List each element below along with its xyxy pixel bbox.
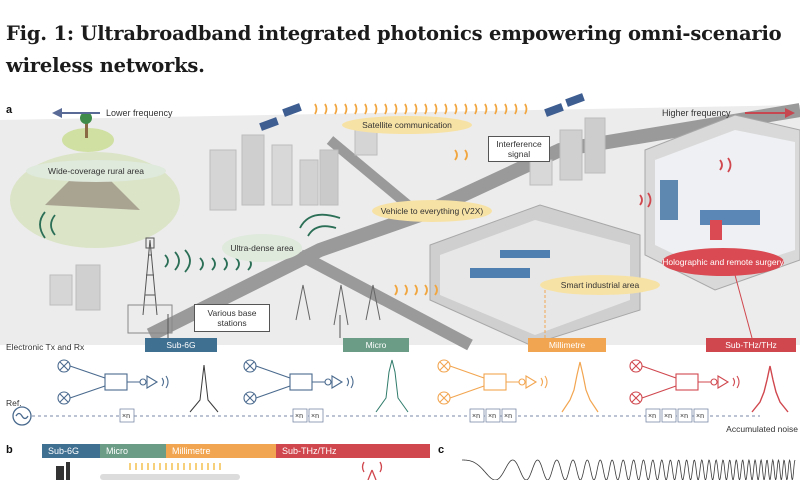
industrial-label: Smart industrial area <box>540 275 660 295</box>
satellite-panel <box>565 93 585 107</box>
building <box>319 149 339 206</box>
v2x-label: Vehicle to everything (V2X) <box>372 200 492 222</box>
building <box>271 144 293 206</box>
multiplier-box <box>469 408 485 423</box>
higher-frequency-arrowhead <box>785 108 795 118</box>
panel-b-letter: b <box>6 444 13 456</box>
rural-area-label: Wide-coverage rural area <box>26 160 166 182</box>
multiplier-box <box>693 408 709 423</box>
building <box>49 274 73 306</box>
satellite-label: Satellite communication <box>342 116 472 134</box>
multiplier-text: ×n <box>648 413 656 420</box>
surgery-robot <box>710 220 722 240</box>
satellite-panel <box>259 117 279 131</box>
small-tower <box>333 284 349 326</box>
palm-trunk <box>85 118 88 138</box>
multiplier-box <box>677 408 693 423</box>
heat-lines <box>129 463 221 470</box>
multiplier-box <box>501 408 517 423</box>
small-tower <box>365 284 381 321</box>
multiplier-text: ×n <box>664 413 672 420</box>
band-tag-millimetre: Millimetre <box>528 338 606 352</box>
bar-segment-millimetre: Millimetre <box>166 444 276 458</box>
surgery-floor <box>655 130 795 275</box>
accumulated-noise-label: Accumulated noise <box>726 424 798 434</box>
multiplier-text: ×n <box>680 413 688 420</box>
multiplier-box <box>485 408 501 423</box>
chirp-waveform <box>462 458 796 480</box>
ultra-dense-label: Ultra-dense area <box>222 234 302 262</box>
multiplier-box <box>119 408 135 423</box>
tx-block-micro <box>243 359 354 405</box>
surgery-label: Holographic and remote surgery <box>662 248 784 276</box>
building <box>584 117 606 174</box>
island <box>62 128 114 152</box>
highband-signal <box>394 149 468 296</box>
satellite-panel <box>544 103 564 117</box>
tx-block-millimetre <box>437 359 548 405</box>
spectrum-sub6g <box>189 364 219 413</box>
building <box>559 129 583 181</box>
macro-tower <box>142 237 158 316</box>
antenna-icon <box>361 461 383 480</box>
factory-floor <box>440 220 630 335</box>
multiplier-text: ×n <box>122 413 130 420</box>
satellite-panel <box>282 103 302 117</box>
multiplier-box <box>661 408 677 423</box>
building <box>209 149 237 211</box>
tx-block-subthz <box>629 359 740 405</box>
multiplier-box <box>292 408 308 423</box>
reference-oscillator <box>12 406 32 426</box>
multiplier-text: ×n <box>504 413 512 420</box>
multiplier-box <box>645 408 661 423</box>
signal-bars-icon <box>56 466 64 480</box>
thz-signal <box>639 157 732 208</box>
chip-outline <box>100 474 240 480</box>
spectrum-micro <box>375 359 409 413</box>
figure-title: Fig. 1: Ultrabroadband integrated photon… <box>6 22 782 77</box>
small-tower <box>295 284 311 321</box>
lower-frequency-arrowhead <box>52 108 62 118</box>
palm-leaves <box>80 112 92 124</box>
bar-segment-micro: Micro <box>100 444 166 458</box>
medical-equipment <box>660 180 678 220</box>
multiplier-text: ×n <box>472 413 480 420</box>
multiplier-text: ×n <box>696 413 704 420</box>
conveyor <box>470 268 530 278</box>
tower-base <box>127 304 173 334</box>
spectrum-subthz <box>751 365 789 413</box>
band-tag-micro: Micro <box>343 338 409 352</box>
multiplier-text: ×n <box>311 413 319 420</box>
band-tag-subthz: Sub-THz/THz <box>706 338 796 352</box>
multiplier-text: ×n <box>488 413 496 420</box>
panel-c-letter: c <box>438 444 445 456</box>
panel-a-letter: a <box>6 104 13 116</box>
mountain <box>45 160 140 210</box>
higher-frequency-label: Higher frequency <box>662 108 731 118</box>
interference-label: Interference signal <box>488 136 550 162</box>
building <box>75 264 101 311</box>
reference-label: Ref. <box>6 398 22 408</box>
tx-block-sub6g <box>57 359 169 405</box>
txrx-label: Electronic Tx and Rx <box>6 342 85 352</box>
building <box>299 159 319 206</box>
base-stations-label: Various base stations <box>194 304 270 332</box>
multiplier-box <box>308 408 324 423</box>
multiplier-text: ×n <box>295 413 303 420</box>
conveyor <box>500 250 550 258</box>
satellite-signal <box>314 103 528 115</box>
road-branch <box>297 249 473 351</box>
bar-segment-subthz: Sub-THz/THz <box>276 444 430 458</box>
bar-segment-sub6g: Sub-6G <box>42 444 100 458</box>
leader-line <box>734 274 753 339</box>
lower-frequency-label: Lower frequency <box>106 108 173 118</box>
band-tag-sub6g: Sub-6G <box>145 338 217 352</box>
spectrum-millimetre <box>561 361 599 413</box>
building <box>241 134 265 206</box>
